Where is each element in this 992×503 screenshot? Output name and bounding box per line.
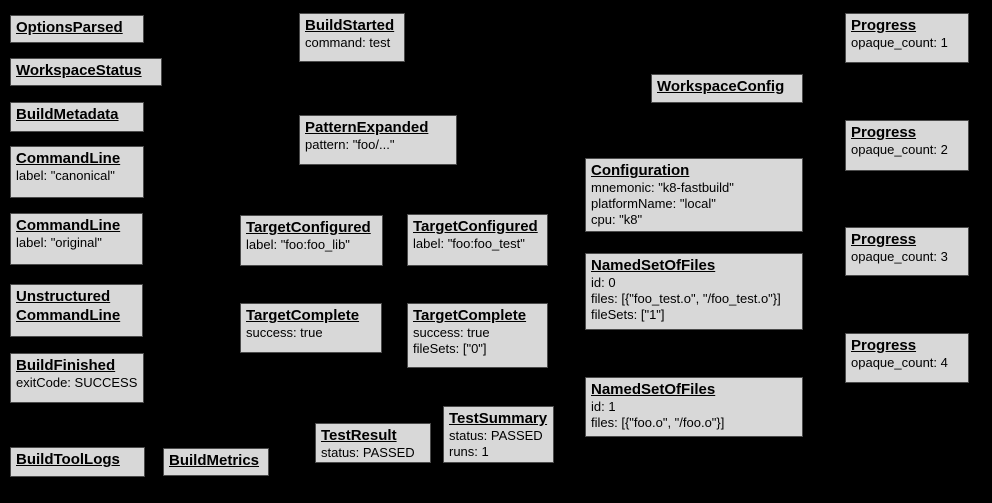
node-attribute: fileSets: ["0"]	[413, 341, 487, 356]
node-options-parsed: OptionsParsed	[10, 15, 144, 43]
node-attribute: id: 1	[591, 399, 616, 414]
node-named-set-of-files-0: NamedSetOfFiles id: 0 files: [{"foo_test…	[585, 253, 803, 330]
node-title: Progress	[851, 17, 917, 34]
node-named-set-of-files-1: NamedSetOfFiles id: 1 files: [{"foo.o", …	[585, 377, 803, 437]
node-progress-3: Progress opaque_count: 3	[845, 227, 969, 276]
node-attribute: status: PASSED	[321, 445, 415, 460]
node-title: NamedSetOfFiles	[591, 381, 716, 398]
node-attribute: pattern: "foo/..."	[305, 137, 395, 152]
node-title: TargetConfigured	[246, 219, 371, 236]
node-attribute: label: "canonical"	[16, 168, 115, 183]
node-command-line-original: CommandLine label: "original"	[10, 213, 143, 265]
node-pattern-expanded: PatternExpanded pattern: "foo/..."	[299, 115, 457, 165]
node-attribute: opaque_count: 1	[851, 35, 948, 50]
node-title: Progress	[851, 124, 917, 141]
node-attribute: opaque_count: 2	[851, 142, 948, 157]
node-attribute: label: "original"	[16, 235, 102, 250]
node-build-metrics: BuildMetrics	[163, 448, 269, 476]
node-title: TargetComplete	[413, 307, 527, 324]
node-attribute: exitCode: SUCCESS	[16, 375, 138, 390]
node-unstructured-command-line: Unstructured CommandLine	[10, 284, 143, 337]
node-workspace-config: WorkspaceConfig	[651, 74, 803, 103]
node-attribute: runs: 1	[449, 444, 489, 459]
node-attribute: id: 0	[591, 275, 616, 290]
node-progress-2: Progress opaque_count: 2	[845, 120, 969, 171]
node-title: BuildFinished	[16, 357, 116, 374]
node-attribute: status: PASSED	[449, 428, 543, 443]
node-title: TestSummary	[449, 410, 548, 427]
node-target-configured-foo-test: TargetConfigured label: "foo:foo_test"	[407, 214, 548, 266]
node-title: BuildMetrics	[169, 452, 260, 469]
node-build-finished: BuildFinished exitCode: SUCCESS	[10, 353, 144, 403]
node-test-summary: TestSummary status: PASSED runs: 1	[443, 406, 554, 463]
node-attribute: command: test	[305, 35, 391, 50]
node-attribute: cpu: "k8"	[591, 212, 643, 227]
node-attribute: opaque_count: 3	[851, 249, 948, 264]
node-progress-4: Progress opaque_count: 4	[845, 333, 969, 383]
node-attribute: label: "foo:foo_lib"	[246, 237, 350, 252]
node-title: WorkspaceStatus	[16, 62, 142, 79]
node-title: BuildToolLogs	[16, 451, 120, 468]
node-title: Configuration	[591, 162, 690, 179]
node-test-result: TestResult status: PASSED	[315, 423, 431, 463]
node-attribute: label: "foo:foo_test"	[413, 236, 525, 251]
node-title: TestResult	[321, 427, 397, 444]
node-title: WorkspaceConfig	[657, 78, 785, 95]
node-workspace-status: WorkspaceStatus	[10, 58, 162, 86]
node-title: CommandLine	[16, 150, 121, 167]
node-attribute: files: [{"foo.o", "/foo.o"}]	[591, 415, 725, 430]
node-title: Progress	[851, 337, 917, 354]
node-title: Progress	[851, 231, 917, 248]
node-title: NamedSetOfFiles	[591, 257, 716, 274]
node-attribute: success: true	[413, 325, 490, 340]
node-title: TargetConfigured	[413, 218, 538, 235]
node-command-line-canonical: CommandLine label: "canonical"	[10, 146, 144, 198]
node-title: PatternExpanded	[305, 119, 429, 136]
node-title: BuildStarted	[305, 17, 395, 34]
node-title: Unstructured CommandLine	[16, 288, 121, 324]
node-configuration: Configuration mnemonic: "k8-fastbuild" p…	[585, 158, 803, 232]
node-attribute: platformName: "local"	[591, 196, 716, 211]
node-title: TargetComplete	[246, 307, 360, 324]
node-attribute: success: true	[246, 325, 323, 340]
node-attribute: files: [{"foo_test.o", "/foo_test.o"}]	[591, 291, 781, 306]
node-build-metadata: BuildMetadata	[10, 102, 144, 132]
node-title: OptionsParsed	[16, 19, 123, 36]
node-target-configured-foo-lib: TargetConfigured label: "foo:foo_lib"	[240, 215, 383, 266]
node-title: CommandLine	[16, 217, 121, 234]
node-attribute: fileSets: ["1"]	[591, 307, 665, 322]
node-attribute: mnemonic: "k8-fastbuild"	[591, 180, 734, 195]
node-target-complete-foo-test: TargetComplete success: true fileSets: […	[407, 303, 548, 368]
node-attribute: opaque_count: 4	[851, 355, 948, 370]
node-target-complete-foo-lib: TargetComplete success: true	[240, 303, 382, 353]
node-build-tool-logs: BuildToolLogs	[10, 447, 145, 477]
node-build-started: BuildStarted command: test	[299, 13, 405, 62]
node-progress-1: Progress opaque_count: 1	[845, 13, 969, 63]
node-title: BuildMetadata	[16, 106, 119, 123]
